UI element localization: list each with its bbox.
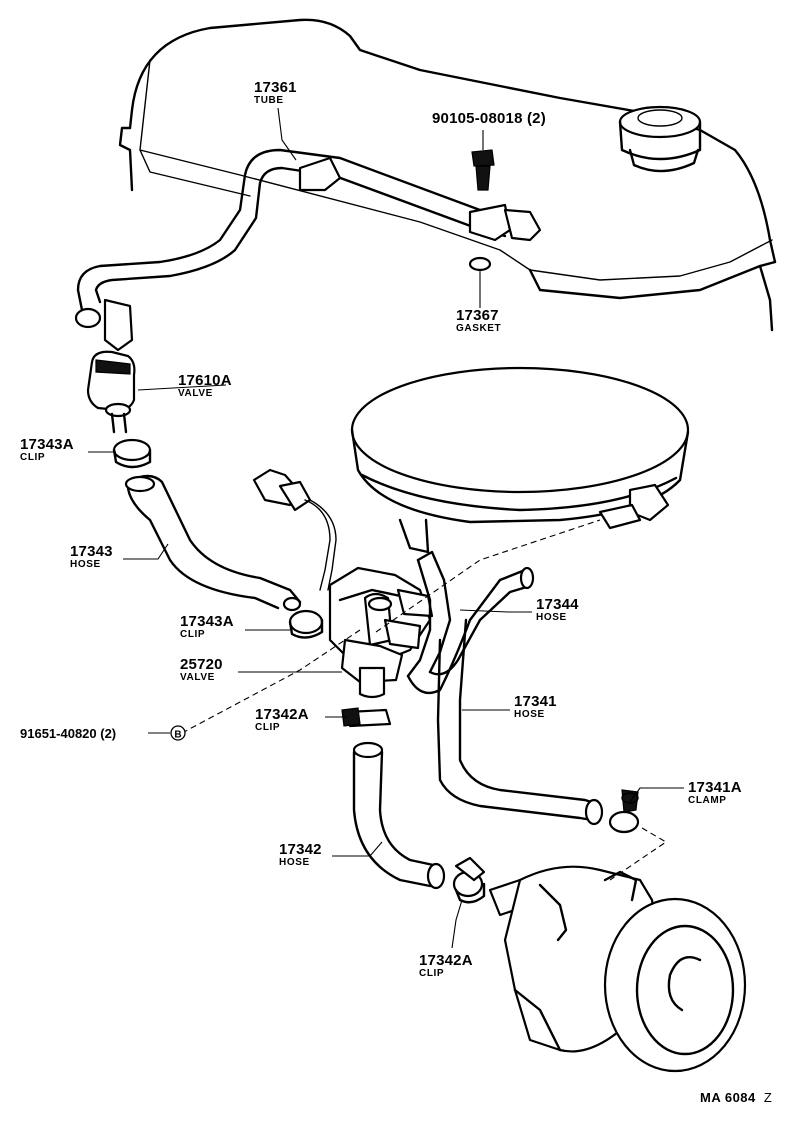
reference-lines (181, 519, 668, 881)
part-number: 17343 (70, 543, 113, 560)
clip-17342A-bottom (452, 856, 486, 904)
part-number: 17343A (180, 613, 234, 630)
part-number: 17610A (178, 372, 232, 389)
clip-17343A-top (112, 438, 152, 469)
part-name: VALVE (178, 388, 213, 399)
callout-17341: 17341 HOSE (514, 694, 557, 720)
callout-17361: 17361 TUBE (254, 80, 297, 106)
part-name: GASKET (456, 323, 502, 334)
leader-lines (88, 107, 684, 949)
part-number: 25720 (180, 656, 223, 673)
part-name: HOSE (279, 857, 310, 868)
gasket-17367 (468, 256, 492, 308)
part-number: 17361 (254, 79, 297, 96)
callout-17342A-top: 17342A CLIP (255, 707, 309, 733)
bolt-ref-marker: B (170, 725, 186, 741)
callout-17343A-top: 17343A CLIP (20, 437, 74, 463)
diagram-code: MA 6084 Z (700, 1090, 772, 1105)
part-name: CLAMP (688, 795, 727, 806)
valve-17610A (86, 350, 136, 434)
clip-17343A-mid (282, 596, 324, 639)
callout-17343: 17343 HOSE (70, 544, 113, 570)
part-name: CLIP (255, 722, 281, 733)
part-number: 90105-08018 (2) (432, 110, 546, 127)
valve-25720 (328, 566, 434, 699)
marker-letter: B (174, 730, 181, 741)
air-cleaner (350, 366, 690, 554)
hose-17341 (436, 618, 604, 826)
part-name: HOSE (536, 612, 567, 623)
callout-17343A-mid: 17343A CLIP (180, 614, 234, 640)
clip-17342A-top (341, 707, 392, 728)
part-number: 17367 (456, 307, 499, 324)
tube-17361 (74, 148, 542, 352)
part-name: HOSE (514, 709, 545, 720)
diagram-code-mark: Z (763, 1090, 773, 1105)
bolt-90105 (471, 130, 495, 191)
part-number: 17342A (255, 706, 309, 723)
callout-17610A: 17610A VALVE (178, 373, 232, 399)
valve-cover (118, 18, 777, 332)
callout-17341A: 17341A CLAMP (688, 780, 742, 806)
callout-25720: 25720 VALVE (180, 657, 223, 683)
callout-91651: 91651-40820 (2) (20, 726, 116, 741)
part-name: CLIP (419, 968, 445, 979)
hose-17343 (124, 474, 302, 610)
oil-filler-cap (618, 105, 702, 173)
callout-90105: 90105-08018 (2) (432, 111, 546, 126)
part-number: 91651-40820 (2) (20, 726, 117, 741)
part-name: CLIP (180, 629, 206, 640)
part-name: VALVE (180, 672, 215, 683)
part-number: 17342 (279, 841, 322, 858)
callout-17342A-bottom: 17342A CLIP (419, 953, 473, 979)
hose-17342 (352, 741, 446, 890)
callout-17367: 17367 GASKET (456, 308, 501, 334)
part-name: CLIP (20, 452, 46, 463)
hose-17344 (406, 550, 535, 695)
air-pump (488, 865, 747, 1073)
part-number: 17342A (419, 952, 473, 969)
part-name: HOSE (70, 559, 101, 570)
callout-17342: 17342 HOSE (279, 842, 322, 868)
callout-17344: 17344 HOSE (536, 597, 579, 623)
part-number: 17341A (688, 779, 742, 796)
diagram-code-text: MA 6084 (700, 1090, 756, 1105)
part-number: 17341 (514, 693, 557, 710)
connector-wire (252, 468, 337, 591)
part-number: 17343A (20, 436, 74, 453)
part-number: 17344 (536, 596, 579, 613)
part-name: TUBE (254, 95, 284, 106)
